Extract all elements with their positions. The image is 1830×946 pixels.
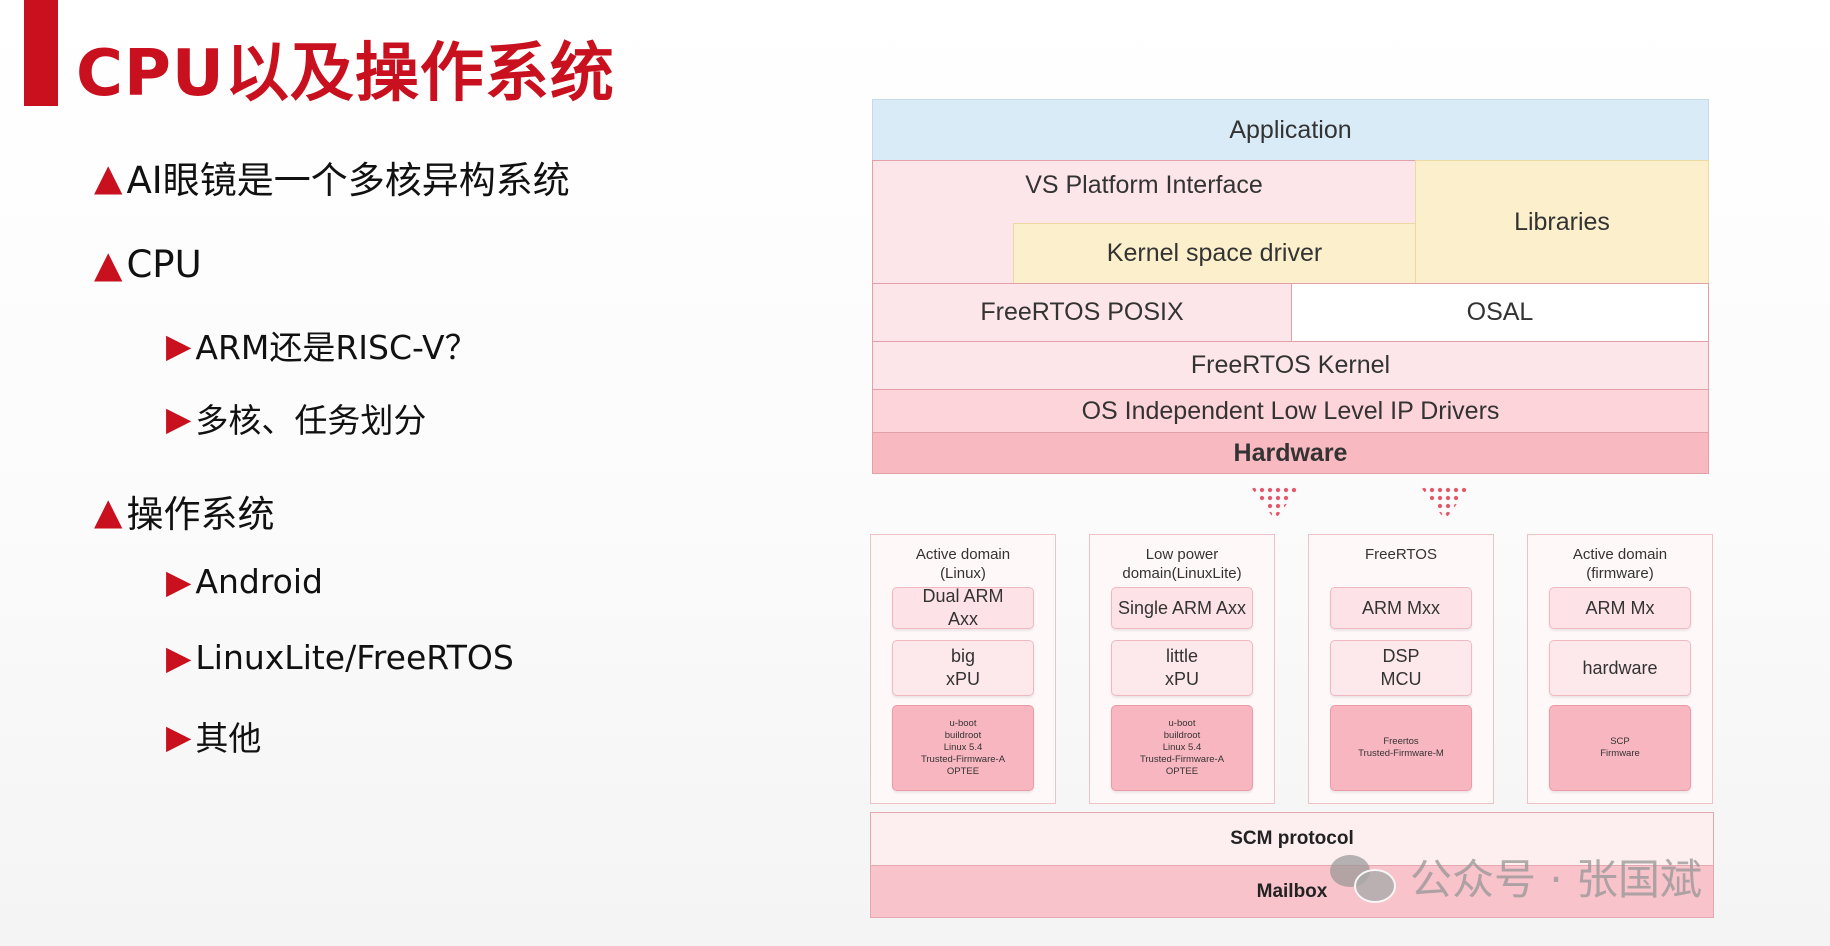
arrow-bullet-icon: ▶ <box>166 716 192 756</box>
domain-column-freertos: FreeRTOS ARM Mxx DSP MCU Freertos Truste… <box>1308 534 1494 804</box>
domain-core-chip: Single ARM Axx <box>1111 587 1253 629</box>
layer-kernel-space-driver: Kernel space driver <box>1013 223 1416 284</box>
domain-core-chip: ARM Mxx <box>1330 587 1472 629</box>
subbullet-arm-riscv: ▶ ARM还是RISC-V？ <box>166 321 478 369</box>
layer-application: Application <box>872 99 1709 161</box>
layer-mailbox: Mailbox <box>870 865 1714 918</box>
domain-unit-chip: big xPU <box>892 640 1034 696</box>
domain-unit-chip: hardware <box>1549 640 1691 696</box>
bullet-ai-glasses: ▲ AI眼镜是一个多核异构系统 <box>94 150 570 204</box>
subbullet-multicore: ▶ 多核、任务划分 <box>166 394 426 442</box>
domain-software-chip: u-boot buildroot Linux 5.4 Trusted-Firmw… <box>892 705 1034 791</box>
vs-platform-interface-label: VS Platform Interface <box>1025 171 1263 199</box>
bullet-text: CPU <box>126 243 202 286</box>
layer-freertos-posix: FreeRTOS POSIX <box>872 283 1292 342</box>
bullet-text: 操作系统 <box>126 493 275 536</box>
down-arrow-icon <box>1250 486 1300 520</box>
bullet-text: LinuxLite/FreeRTOS <box>195 638 514 677</box>
domain-core-chip: Dual ARM Axx <box>892 586 1034 629</box>
domain-software-chip: u-boot buildroot Linux 5.4 Trusted-Firmw… <box>1111 705 1253 791</box>
bullet-text: ARM还是RISC-V？ <box>195 328 478 367</box>
domain-core-chip: ARM Mx <box>1549 587 1691 629</box>
bullet-text: 其他 <box>195 719 262 758</box>
domain-software-chip: Freertos Trusted-Firmware-M <box>1330 705 1472 791</box>
bullet-text: 多核、任务划分 <box>195 401 427 440</box>
subbullet-other: ▶ 其他 <box>166 712 261 760</box>
wechat-icon <box>1330 851 1396 903</box>
triangle-bullet-icon: ▲ <box>94 489 123 533</box>
watermark: 公众号 · 张国斌 <box>1330 846 1702 907</box>
bullet-text: AI眼镜是一个多核异构系统 <box>126 159 570 202</box>
domain-software-chip: SCP Firmware <box>1549 705 1691 791</box>
layer-os-independent-drivers: OS Independent Low Level IP Drivers <box>872 389 1709 433</box>
arrow-bullet-icon: ▶ <box>166 325 192 365</box>
layer-scm-protocol: SCM protocol <box>870 812 1714 866</box>
domain-header: Active domain (firmware) <box>1572 546 1668 582</box>
layer-osal: OSAL <box>1291 283 1709 342</box>
arrow-bullet-icon: ▶ <box>166 638 192 677</box>
triangle-bullet-icon: ▲ <box>94 155 123 199</box>
domain-header: Active domain (Linux) <box>915 546 1011 582</box>
layer-vs-platform-left <box>872 223 1014 284</box>
layer-hardware: Hardware <box>872 432 1709 474</box>
layer-freertos-kernel: FreeRTOS Kernel <box>872 341 1709 390</box>
bullet-text: Android <box>195 562 323 601</box>
bullet-os: ▲ 操作系统 <box>94 484 274 538</box>
subbullet-android: ▶ Android <box>166 562 323 601</box>
domain-header: Low power domain(LinuxLite) <box>1122 546 1242 582</box>
domain-column-firmware: Active domain (firmware) ARM Mx hardware… <box>1527 534 1713 804</box>
domain-unit-chip: little xPU <box>1111 640 1253 696</box>
domain-column-linuxlite: Low power domain(LinuxLite) Single ARM A… <box>1089 534 1275 804</box>
subbullet-linuxlite: ▶ LinuxLite/FreeRTOS <box>166 638 514 677</box>
domain-column-linux: Active domain (Linux) Dual ARM Axx big x… <box>870 534 1056 804</box>
bullet-cpu: ▲ CPU <box>94 243 202 286</box>
layer-vs-platform-interface: VS Platform Interface <box>872 160 1416 224</box>
layer-libraries: Libraries <box>1415 160 1709 284</box>
domain-unit-chip: DSP MCU <box>1330 640 1472 696</box>
down-arrow-icon <box>1420 486 1470 520</box>
arrow-bullet-icon: ▶ <box>166 562 192 601</box>
triangle-bullet-icon: ▲ <box>94 243 123 286</box>
domain-header: FreeRTOS <box>1365 546 1437 563</box>
title-accent-bar <box>24 0 58 106</box>
watermark-text: 公众号 · 张国斌 <box>1410 855 1703 904</box>
arrow-bullet-icon: ▶ <box>166 398 192 438</box>
slide-title: CPU以及操作系统 <box>76 37 615 111</box>
